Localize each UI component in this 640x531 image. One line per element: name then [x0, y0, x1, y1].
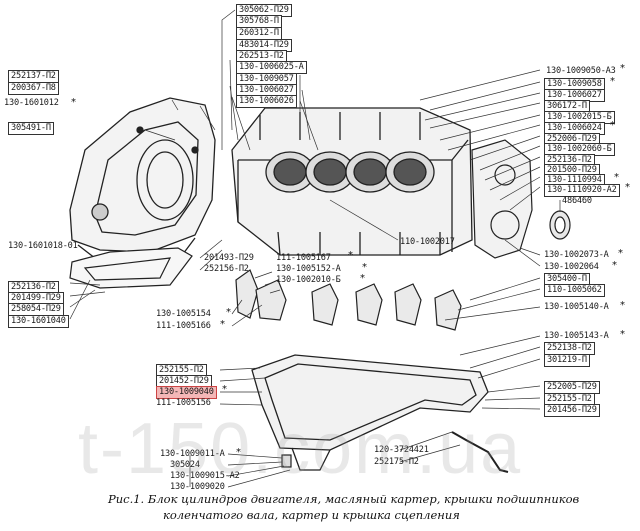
highlighted-part-label[interactable]: 130-1009040: [156, 386, 217, 399]
part-label: 301219-П: [544, 354, 590, 367]
figure-caption-line-1: Рис.1. Блок цилиндров двигателя, масляны…: [108, 492, 580, 506]
oil-pan: [251, 354, 489, 471]
part-label: 130-1005154: [156, 309, 211, 319]
part-label: 130-1009015-А2: [170, 471, 240, 481]
figure-caption-line-2: коленчатого вала, картер и крышка сцепле…: [163, 508, 460, 522]
drain-plug: [281, 454, 292, 468]
asterisk-mark: *: [620, 63, 625, 74]
part-label: 110-1005062: [544, 284, 605, 297]
part-label: 130-1005152-А: [276, 264, 341, 274]
part-label: 252156-П2: [204, 264, 249, 274]
part-label: 130-1601040: [8, 315, 69, 328]
part-label: 130-1110920-А2: [544, 184, 620, 197]
part-label: 130-1009011-А: [160, 449, 225, 459]
leader-lines: [69, 9, 561, 488]
clutch-housing: [69, 97, 216, 271]
part-label: 305491-П: [8, 122, 54, 135]
crank-seal: [549, 210, 571, 240]
asterisk-mark: *: [620, 329, 625, 340]
asterisk-mark: *: [610, 120, 615, 131]
part-label: 111-1005166: [156, 321, 211, 331]
part-label: 111-1005156: [156, 398, 211, 408]
asterisk-mark: *: [226, 307, 231, 318]
part-label: 201456-П29: [544, 404, 600, 417]
watermark: t-150.com.ua: [78, 409, 523, 489]
part-label: 111-1005167: [276, 253, 331, 263]
part-label: 130-1002010-Б: [276, 275, 341, 285]
asterisk-mark: *: [610, 76, 615, 87]
clutch-cover: [69, 247, 193, 289]
asterisk-mark: *: [618, 248, 623, 259]
asterisk-mark: *: [614, 172, 619, 183]
part-label: 130-1005143-А: [544, 331, 609, 341]
part-label: 201493-П29: [204, 253, 254, 263]
part-label: 130-1009020: [170, 482, 225, 492]
asterisk-mark: *: [71, 97, 76, 108]
asterisk-mark: *: [236, 447, 241, 458]
part-label: 486460: [562, 196, 592, 206]
part-label: 130-1006025-А: [236, 61, 307, 74]
part-label: 130-1601012: [4, 98, 59, 108]
part-label: 130-1002073-А: [544, 250, 609, 260]
part-label: 130-1601018-01: [8, 241, 78, 251]
part-label: 120-3724421: [374, 445, 429, 455]
asterisk-mark: *: [362, 262, 367, 273]
asterisk-mark: *: [220, 319, 225, 330]
part-label: 200367-П8: [8, 82, 59, 95]
part-label: 130-1006026: [236, 95, 297, 108]
cylinder-block: [231, 107, 473, 256]
dipstick-tube: [451, 431, 509, 473]
part-label: 305024: [170, 460, 200, 470]
asterisk-mark: *: [625, 182, 630, 193]
asterisk-mark: *: [360, 273, 365, 284]
asterisk-mark: *: [612, 260, 617, 271]
main-bearing-caps: [235, 269, 462, 331]
part-label: 130-1009050-А3: [546, 66, 616, 76]
asterisk-mark: *: [620, 300, 625, 311]
part-label: 130-1002064: [544, 262, 599, 272]
part-label: 252175-П2: [374, 457, 419, 467]
asterisk-mark: *: [222, 384, 227, 395]
part-label: 110-1002017: [400, 237, 455, 247]
part-label: 130-1005140-А: [544, 302, 609, 312]
asterisk-mark: *: [348, 250, 353, 261]
